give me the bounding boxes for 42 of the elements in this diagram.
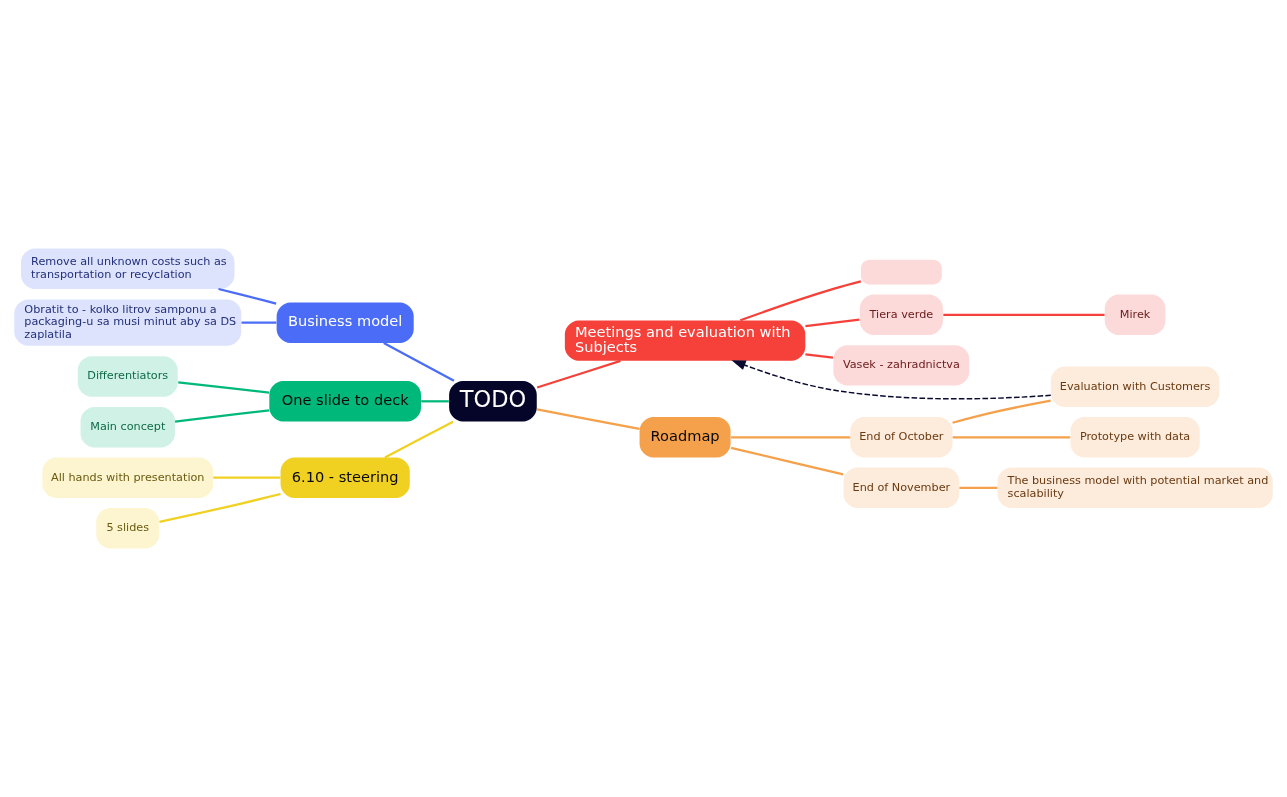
node-box: Prototype with data [1070, 417, 1200, 458]
connector [174, 409, 270, 423]
connector [383, 341, 455, 382]
node-box: End of November [843, 467, 960, 509]
node-box: Vasek - zahradnictva [833, 345, 970, 386]
connector [943, 313, 1105, 316]
connector [952, 436, 1071, 439]
node-box: 5 slides [96, 508, 160, 549]
connector [739, 280, 862, 322]
connector [959, 486, 998, 489]
node-box [860, 259, 942, 285]
connector [731, 436, 851, 439]
node-box: Remove all unknown costs such as transportation or recyclation [21, 248, 235, 289]
node-box: Tiera verde [859, 294, 943, 335]
node-box: One slide to deck [269, 381, 421, 422]
connector [218, 287, 277, 305]
node-box: Differentiators [77, 356, 178, 397]
node-box: End of October [850, 417, 953, 458]
connector [805, 353, 834, 359]
node-box: All hands with presentation [42, 457, 214, 498]
connector [213, 476, 281, 479]
node-box: Main concept [80, 406, 175, 448]
connector [536, 408, 640, 430]
connector [241, 321, 277, 324]
node-box: TODO [449, 381, 537, 422]
connector [952, 399, 1051, 424]
node-box: 6.10 - steering [280, 457, 410, 498]
node-box: Business model [276, 302, 414, 343]
node-box: The business model with potential market and scalability [997, 467, 1273, 509]
connector [421, 400, 449, 403]
node-box: Obratit to - kolko litrov samponu a packaging-u sa musi minut aby sa DS zaplatila [14, 299, 242, 346]
connector [159, 492, 281, 523]
arrow [731, 360, 1052, 400]
node-box: Mirek [1104, 294, 1166, 335]
connector [730, 446, 844, 476]
node-box: Evaluation with Customers [1050, 366, 1220, 407]
node-box: Roadmap [639, 417, 731, 458]
connector [178, 381, 270, 394]
connector [384, 420, 454, 459]
connector [536, 359, 621, 389]
connector [805, 318, 860, 328]
node-box: Meetings and evaluation with Subjects [564, 320, 806, 361]
